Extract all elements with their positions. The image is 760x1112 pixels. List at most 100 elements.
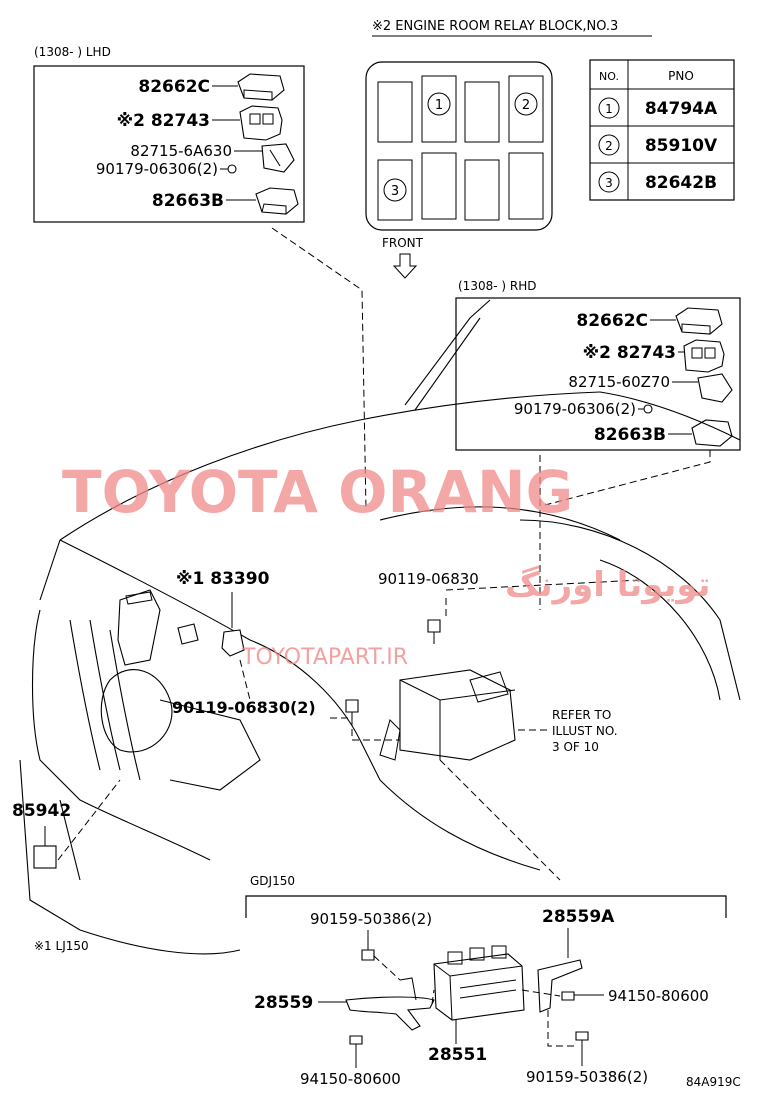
callout-circle-1 bbox=[427, 92, 451, 116]
relay-slot-1 bbox=[421, 75, 457, 143]
front-skirt bbox=[19, 759, 241, 955]
fan-shroud bbox=[100, 669, 173, 753]
watermark-arabic: تویوتا اورنگ bbox=[505, 565, 710, 605]
holder-edge bbox=[261, 203, 287, 214]
relay-cover-icon bbox=[237, 73, 285, 101]
washer-tank-icon bbox=[117, 589, 161, 666]
dashed-leader bbox=[547, 1010, 576, 1047]
relay-cover-edge bbox=[243, 89, 273, 100]
front-label: FRONT bbox=[382, 236, 424, 250]
sensor-bracket bbox=[177, 623, 199, 645]
label-90119-top: 90119-06830 bbox=[378, 570, 479, 588]
front-bumper bbox=[31, 609, 211, 861]
relay-slot bbox=[464, 159, 500, 221]
ecu-28551-icon bbox=[433, 953, 525, 1021]
rhd-part-82715: 82715-60Z70 bbox=[568, 373, 670, 391]
sensor-83390-icon bbox=[221, 629, 245, 657]
relay-slot-2 bbox=[508, 75, 544, 143]
relay-slot bbox=[377, 81, 413, 143]
relay-block-icon bbox=[239, 105, 283, 141]
hood-rear-edge bbox=[59, 391, 601, 541]
vehicle-outline bbox=[19, 299, 741, 955]
hood-left-edge bbox=[59, 539, 251, 641]
engine-relay-box-icon bbox=[399, 669, 516, 761]
pno-row-circle bbox=[598, 171, 620, 193]
pno-table: NO. PNO 1 84794A 2 85910V 3 82642B bbox=[589, 59, 735, 201]
relay-socket bbox=[704, 347, 716, 359]
rhd-part-82743: ※2 82743 bbox=[583, 343, 676, 363]
pno-header-no: NO. bbox=[599, 70, 619, 83]
fender-crease bbox=[379, 506, 621, 541]
pno-row-no: 1 bbox=[605, 102, 613, 116]
lhd-caption: (1308- ) LHD bbox=[34, 45, 111, 59]
gdj-part-94150-bottom: 94150-80600 bbox=[300, 1070, 401, 1088]
callout-number-3: 3 bbox=[391, 184, 399, 199]
relay-slot bbox=[508, 152, 544, 220]
dashed-leader-lhd bbox=[271, 227, 367, 511]
watermark-url: TOYOTAPART.IR bbox=[241, 645, 408, 670]
grille-bar bbox=[109, 629, 141, 781]
rhd-box: (1308- ) RHD 82662C ※2 82743 82715-60Z70… bbox=[455, 279, 741, 451]
lhd-part-82663B: 82663B bbox=[152, 191, 224, 211]
relay-slot-3 bbox=[377, 159, 413, 221]
gdj150-box: GDJ150 90159-50386(2) 28559A 28559 94150… bbox=[245, 874, 727, 1088]
gdj-part-94150-right: 94150-80600 bbox=[608, 987, 709, 1005]
label-refer-3: 3 OF 10 bbox=[552, 740, 599, 754]
pno-table-frame bbox=[589, 59, 735, 201]
relay-box-mount bbox=[379, 719, 401, 761]
dashed-leader bbox=[373, 955, 401, 981]
relay-cover-icon bbox=[675, 307, 723, 335]
skirt-detail bbox=[59, 799, 81, 881]
screw-icon bbox=[575, 1031, 589, 1041]
bracket-28559-icon bbox=[345, 996, 435, 1031]
gdj-part-28559A: 28559A bbox=[542, 907, 615, 927]
relay-box-clip bbox=[469, 671, 509, 703]
relay-slot bbox=[464, 81, 500, 143]
ecu-corner bbox=[449, 975, 453, 1021]
watermarks: TOYOTA ORANG تویوتا اورنگ TOYOTAPART.IR bbox=[62, 458, 710, 670]
main-labels: ※1 83390 90119-06830 90119-06830(2) REFE… bbox=[12, 569, 618, 953]
bracket-detail bbox=[269, 149, 281, 167]
gdj-caption: GDJ150 bbox=[250, 874, 295, 888]
rhd-caption: (1308- ) RHD bbox=[458, 279, 536, 293]
radiator-support bbox=[159, 699, 261, 791]
grille-bar bbox=[89, 619, 121, 771]
lhd-part-82715: 82715-6A630 bbox=[130, 142, 232, 160]
screw-icon bbox=[561, 991, 575, 1001]
gdj-part-90159-bottom: 90159-50386(2) bbox=[526, 1068, 648, 1086]
pno-row-code: 85910V bbox=[645, 136, 718, 156]
bracket-28559A-icon bbox=[537, 959, 583, 1013]
relay-block-icon bbox=[683, 339, 725, 373]
front-arrow-icon bbox=[392, 253, 418, 279]
pno-row-no: 2 bbox=[605, 139, 613, 153]
fender-arch-inner bbox=[599, 559, 721, 701]
label-90119-left: 90119-06830(2) bbox=[172, 698, 316, 717]
dashed-leader bbox=[431, 989, 435, 1005]
relay-85942-icon bbox=[33, 845, 57, 869]
pno-header-pno: PNO bbox=[668, 69, 694, 83]
relay-block-title: ※2 ENGINE ROOM RELAY BLOCK,NO.3 bbox=[372, 19, 618, 34]
gdj-part-90159-top: 90159-50386(2) bbox=[310, 910, 432, 928]
dashed-leader-gdj bbox=[439, 759, 561, 881]
dashed-leader bbox=[521, 989, 561, 997]
pno-row-circle bbox=[598, 134, 620, 156]
watermark-latin: TOYOTA ORANG bbox=[62, 458, 573, 526]
gdj-part-28551: 28551 bbox=[428, 1045, 487, 1065]
pno-row-circle bbox=[598, 97, 620, 119]
lhd-part-90179: 90179-06306(2) bbox=[96, 160, 218, 178]
gdj-part-28559: 28559 bbox=[254, 993, 313, 1013]
rhd-part-82662C: 82662C bbox=[576, 311, 648, 331]
relay-socket bbox=[262, 113, 274, 125]
callout-circle-3 bbox=[383, 178, 407, 202]
label-83390: ※1 83390 bbox=[176, 569, 270, 589]
ecu-fin bbox=[459, 989, 517, 999]
gdj-frame-top bbox=[245, 895, 727, 918]
fender-lower bbox=[379, 779, 541, 871]
label-refer-2: ILLUST NO. bbox=[552, 724, 618, 738]
relay-socket bbox=[691, 347, 703, 359]
illustration-code: 84A919C bbox=[686, 1075, 741, 1089]
pno-row-no: 3 bbox=[605, 176, 613, 190]
rhd-part-90179: 90179-06306(2) bbox=[514, 400, 636, 418]
ecu-connector bbox=[491, 945, 507, 959]
